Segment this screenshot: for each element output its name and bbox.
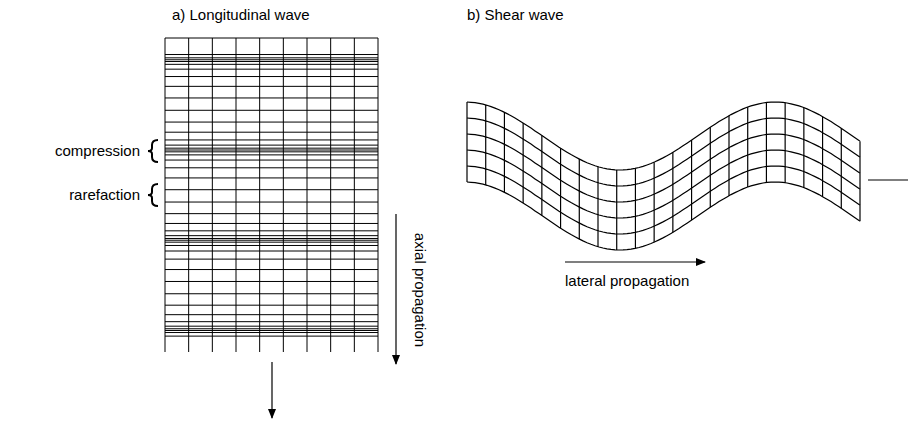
lateral-arrow [565, 261, 705, 262]
grid-line [466, 102, 467, 182]
grid-line [467, 166, 860, 234]
grid-line [560, 148, 561, 228]
grid-line [165, 321, 378, 322]
grid-line [165, 148, 378, 149]
propagation-arrow [271, 362, 272, 418]
grid-line [165, 242, 378, 243]
rarefaction-brace [148, 184, 158, 206]
grid-line [165, 150, 378, 151]
grid-line [766, 103, 767, 183]
grid-line [859, 141, 860, 221]
grid-line [467, 102, 860, 170]
grid-line [523, 123, 524, 203]
grid-line [165, 314, 378, 315]
longitudinal-grid [165, 38, 378, 352]
grid-line [165, 238, 378, 239]
shear-grid [467, 102, 860, 250]
grid-line [691, 140, 692, 220]
grid-line [165, 151, 378, 152]
grid-line [165, 305, 378, 306]
direction-label: lateral propagation [565, 272, 689, 290]
grid-line [165, 235, 378, 236]
axial-arrow [395, 214, 396, 364]
grid-line [165, 154, 378, 155]
grid-line [165, 230, 378, 231]
grid-line [785, 103, 786, 183]
grid-line [467, 134, 860, 202]
grid-line [165, 213, 378, 214]
panel-title: b) Shear wave [467, 6, 564, 24]
grid-line [165, 57, 378, 58]
grid-line [672, 152, 673, 232]
grid-line [710, 127, 711, 207]
panel-title: a) Longitudinal wave [172, 6, 310, 24]
grid-line [165, 54, 378, 55]
grid-line [654, 162, 655, 242]
grid-line [165, 110, 378, 111]
grid-line [165, 132, 378, 133]
grid-line [165, 97, 378, 98]
grid-line [747, 107, 748, 187]
grid-line [467, 118, 860, 186]
grid-line [803, 108, 804, 188]
grid-line [165, 330, 378, 331]
grid-line [165, 245, 378, 246]
leader-line [868, 179, 908, 180]
grid-line [165, 332, 378, 333]
grid-line [165, 145, 378, 146]
grid-line [165, 336, 378, 337]
grid-line [165, 269, 378, 270]
grid-line [165, 259, 378, 260]
grid-line [485, 105, 486, 185]
grid-line [635, 168, 636, 248]
grid-line [165, 240, 378, 241]
grid-line [841, 128, 842, 208]
grid-line [165, 160, 378, 161]
grid-line [165, 167, 378, 168]
compression-brace [148, 140, 158, 162]
grid-line [541, 136, 542, 216]
grid-line [504, 112, 505, 192]
grid-line [165, 61, 378, 62]
grid-line [822, 117, 823, 197]
grid-line [165, 223, 378, 224]
zone-label: rarefaction [69, 186, 140, 204]
grid-line [467, 182, 860, 250]
grid-line [165, 202, 378, 203]
grid-line [165, 122, 378, 123]
grid-line [165, 326, 378, 327]
direction-label: axial propagation [411, 233, 429, 347]
grid-line [165, 86, 378, 87]
grid-line [165, 69, 378, 70]
grid-line [165, 328, 378, 329]
grid-line [728, 116, 729, 196]
grid-line [165, 139, 378, 140]
grid-line [597, 167, 598, 247]
grid-line [165, 64, 378, 65]
grid-line [616, 170, 617, 250]
grid-line [165, 189, 378, 190]
zone-label: compression [55, 142, 140, 160]
grid-line [165, 281, 378, 282]
grid-line [467, 150, 860, 218]
grid-line [165, 38, 378, 39]
grid-line [165, 177, 378, 178]
grid-line [165, 76, 378, 77]
grid-line [165, 293, 378, 294]
grid-line [165, 59, 378, 60]
grid-line [579, 159, 580, 239]
grid-line [165, 251, 378, 252]
